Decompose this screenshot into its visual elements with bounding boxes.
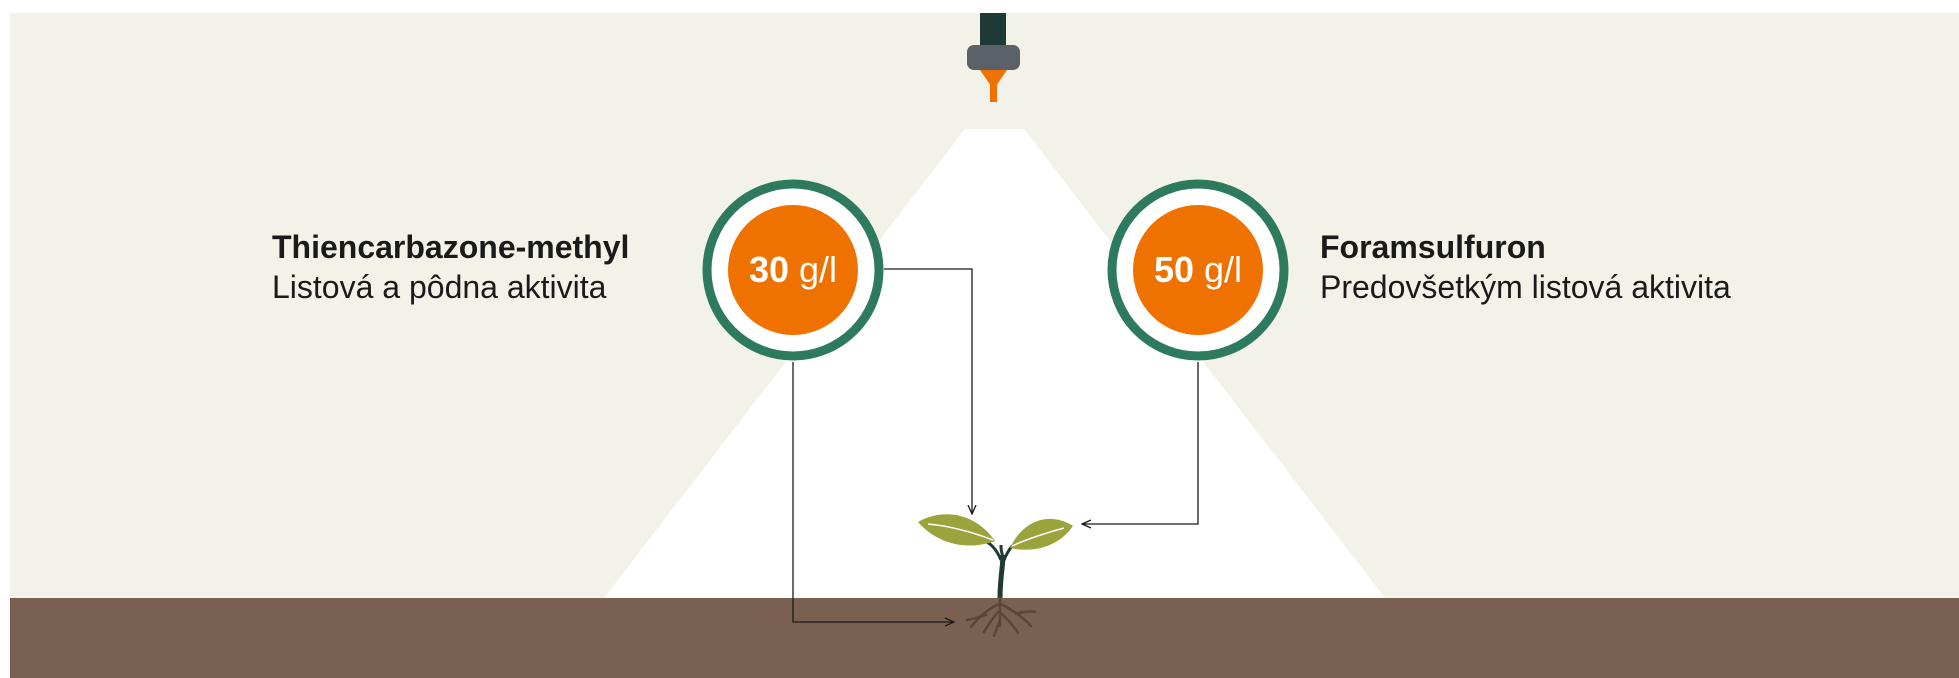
right-ingredient-activity: Predovšetkým listová aktivita: [1320, 267, 1731, 307]
svg-text:50 g/l: 50 g/l: [1154, 249, 1242, 290]
right-amount: 50: [1154, 249, 1194, 290]
right-unit: g/l: [1204, 249, 1242, 290]
soil-strip: [10, 598, 1959, 678]
left-amount: 30: [749, 249, 789, 290]
left-ingredient-activity: Listová a pôdna aktivita: [272, 267, 629, 307]
left-ingredient-label: Thiencarbazone-methyl Listová a pôdna ak…: [272, 227, 629, 307]
left-ingredient-name: Thiencarbazone-methyl: [272, 227, 629, 267]
left-unit: g/l: [799, 249, 837, 290]
svg-text:30 g/l: 30 g/l: [749, 249, 837, 290]
right-ingredient-label: Foramsulfuron Predovšetkým listová aktiv…: [1320, 227, 1731, 307]
right-ingredient-name: Foramsulfuron: [1320, 227, 1731, 267]
right-concentration-badge: 50 g/l: [1112, 184, 1284, 356]
left-concentration-badge: 30 g/l: [707, 184, 879, 356]
